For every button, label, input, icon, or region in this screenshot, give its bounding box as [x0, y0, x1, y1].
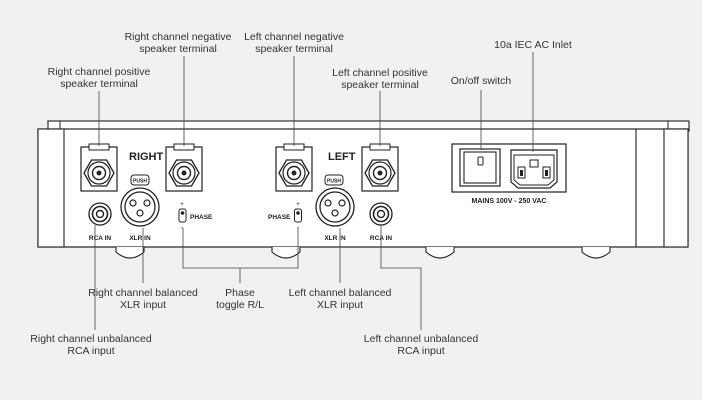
callout-right-xlr: Right channel balanced XLR input	[88, 287, 198, 311]
svg-text:RCA input: RCA input	[67, 345, 114, 357]
left-phase-label: PHASE	[268, 214, 291, 221]
svg-text:10a IEC AC Inlet: 10a IEC AC Inlet	[494, 39, 572, 51]
push-label: PUSH	[327, 179, 341, 185]
foot	[581, 247, 611, 259]
svg-text:Right channel negative: Right channel negative	[125, 31, 232, 43]
left-side-plate	[37, 128, 65, 248]
callout-iec-inlet: 10a IEC AC Inlet	[494, 39, 572, 51]
svg-text:Right channel balanced: Right channel balanced	[88, 287, 198, 299]
svg-text:speaker terminal: speaker terminal	[139, 43, 217, 55]
foot	[115, 247, 145, 259]
iec-inlet[interactable]	[510, 149, 558, 189]
svg-text:-: -	[181, 225, 184, 232]
onoff-switch[interactable]	[459, 148, 501, 187]
svg-text:Right channel unbalanced: Right channel unbalanced	[30, 333, 152, 345]
left-xlr-input[interactable]: PUSH	[315, 174, 355, 227]
callout-right-negative: Right channel negative speaker terminal	[125, 31, 232, 55]
right-positive-speaker-terminal[interactable]	[80, 143, 118, 192]
right-xlr-input[interactable]: PUSH	[120, 174, 160, 227]
left-rca-input[interactable]	[369, 202, 393, 226]
svg-text:Phase: Phase	[225, 287, 255, 299]
svg-text:speaker terminal: speaker terminal	[255, 43, 333, 55]
left-xlr-label: XLR IN	[324, 235, 346, 242]
callout-left-positive: Left channel positive speaker terminal	[332, 67, 428, 91]
chassis-feet	[115, 247, 611, 259]
svg-text:XLR input: XLR input	[120, 299, 166, 311]
svg-text:speaker terminal: speaker terminal	[341, 79, 419, 91]
callout-left-xlr: Left channel balanced XLR input	[289, 287, 392, 311]
right-phase-toggle[interactable]: + -	[178, 202, 187, 232]
right-channel-label: RIGHT	[129, 151, 164, 163]
callout-onoff-switch: On/off switch	[451, 75, 512, 87]
foot	[425, 247, 455, 259]
right-side-plate	[663, 128, 689, 248]
foot	[271, 247, 301, 259]
left-channel-label: LEFT	[328, 151, 356, 163]
right-phase-label: PHASE	[190, 214, 213, 221]
leader-lines	[94, 52, 534, 330]
svg-text:Left channel positive: Left channel positive	[332, 67, 428, 79]
mains-rating-label: MAINS 100V - 250 VAC	[472, 198, 547, 205]
callout-left-rca: Left channel unbalanced RCA input	[364, 333, 479, 357]
left-positive-speaker-terminal[interactable]	[361, 143, 399, 192]
right-xlr-label: XLR IN	[129, 235, 151, 242]
right-negative-speaker-terminal[interactable]	[165, 143, 203, 192]
callout-right-positive: Right channel positive speaker terminal	[48, 66, 151, 90]
svg-text:XLR input: XLR input	[317, 299, 363, 311]
svg-text:+: +	[296, 202, 300, 208]
callout-phase-toggle: Phase toggle R/L	[216, 287, 264, 311]
svg-text:RCA input: RCA input	[397, 345, 444, 357]
svg-text:Left channel balanced: Left channel balanced	[289, 287, 392, 299]
svg-text:Right channel positive: Right channel positive	[48, 66, 151, 78]
left-negative-speaker-terminal[interactable]	[275, 143, 313, 192]
right-rca-input[interactable]	[88, 202, 112, 226]
svg-text:Left channel negative: Left channel negative	[244, 31, 344, 43]
svg-text:+: +	[180, 202, 184, 208]
callout-right-rca: Right channel unbalanced RCA input	[30, 333, 152, 357]
svg-text:Left channel unbalanced: Left channel unbalanced	[364, 333, 479, 345]
right-rca-label: RCA IN	[89, 235, 111, 242]
push-label: PUSH	[133, 179, 147, 185]
svg-text:toggle R/L: toggle R/L	[216, 299, 264, 311]
svg-text:speaker terminal: speaker terminal	[60, 78, 138, 90]
svg-text:On/off switch: On/off switch	[451, 75, 512, 87]
callout-left-negative: Left channel negative speaker terminal	[244, 31, 344, 55]
